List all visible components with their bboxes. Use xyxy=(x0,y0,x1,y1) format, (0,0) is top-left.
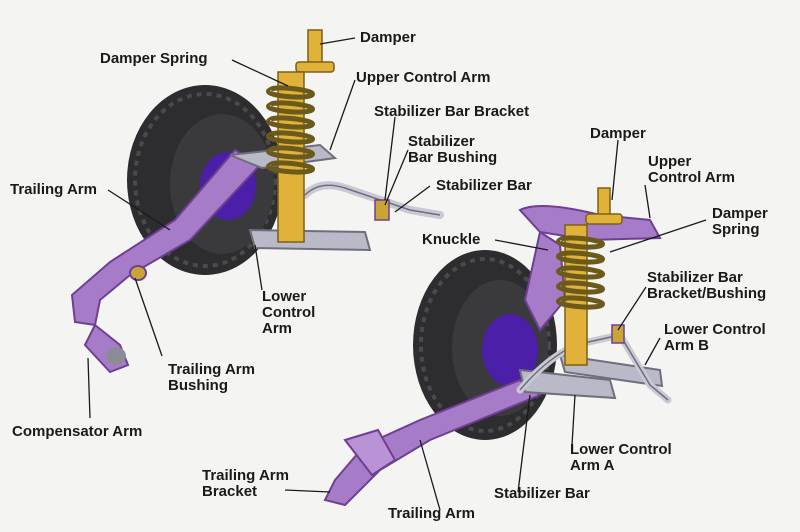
label-front-upper-control-arm: Upper Control Arm xyxy=(648,153,735,186)
label-rear-upper-control-arm: Upper Control Arm xyxy=(356,69,491,86)
label-front-lower-control-arm-a: Lower Control Arm A xyxy=(570,441,672,474)
front-trailing-arm-shape xyxy=(323,378,543,507)
label-front-trailing-arm: Trailing Arm xyxy=(388,505,475,522)
label-rear-stabilizer-bar: Stabilizer Bar xyxy=(436,177,532,194)
rear-trailing-arm-bushing-shape xyxy=(129,265,147,281)
rear-spring-coil xyxy=(266,85,315,175)
label-rear-damper: Damper xyxy=(360,29,416,46)
label-rear-stabilizer-bar-bushing: Stabilizer Bar Bushing xyxy=(408,133,498,166)
label-rear-damper-spring: Damper Spring xyxy=(100,50,208,67)
label-rear-trailing-arm: Trailing Arm xyxy=(10,181,97,198)
label-front-damper-spring: Damper Spring xyxy=(712,205,768,238)
rear-stabilizer-bracket-shape xyxy=(374,199,390,221)
label-front-stabilizer-bar: Stabilizer Bar xyxy=(494,485,590,502)
label-rear-stabilizer-bar-bracket: Stabilizer Bar Bracket xyxy=(374,103,530,120)
front-trailing-arm-bracket-shape xyxy=(343,428,397,477)
rear-lower-control-arm-shape xyxy=(248,228,372,252)
label-front-stabilizer-bar-bracket-bushing: Stabilizer Bar Bracket/Bushing xyxy=(647,269,767,302)
label-rear-compensator-arm: Compensator Arm xyxy=(12,423,143,440)
front-hub xyxy=(482,314,538,386)
rear-trailing-arm-shape xyxy=(70,148,262,374)
rear-stabilizer-bar-shape xyxy=(301,181,444,219)
leader-lines xyxy=(87,37,707,511)
label-rear-trailing-arm-bushing: Trailing Arm Bushing xyxy=(168,361,255,394)
label-front-lower-control-arm-b: Lower Control Arm B xyxy=(664,321,766,354)
front-spring-coil xyxy=(556,235,605,310)
front-stabilizer-bracket-shape xyxy=(611,324,625,344)
label-rear-lower-control-arm: Lower Control Arm xyxy=(262,288,316,337)
front-damper-assembly xyxy=(556,187,623,366)
rear-damper-assembly xyxy=(266,29,335,243)
label-front-knuckle: Knuckle xyxy=(422,231,481,248)
label-front-trailing-arm-bracket: Trailing Arm Bracket xyxy=(202,467,289,500)
label-front-damper: Damper xyxy=(590,125,646,142)
